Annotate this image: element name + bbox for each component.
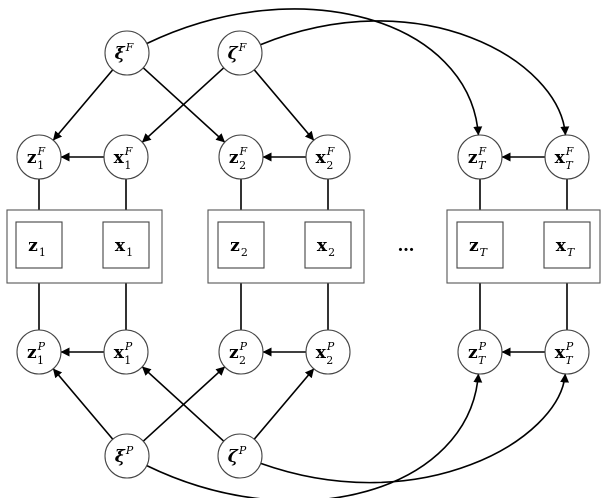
ellipsis-text: … [398,236,415,256]
edge-xiF-to-zTF [146,8,483,136]
edge-zetaP-to-x1P [141,366,225,442]
node-circle [104,30,150,76]
node-label-xiF: ξF [115,41,134,64]
observed-box [304,221,352,269]
edge-xiP-to-z1P [52,368,114,440]
node-circle [218,329,264,375]
node-xiF: ξF [104,30,150,76]
observed-z1: z1 [15,221,63,269]
node-xiP: ξP [104,433,150,479]
node-label-zetaF: ζF [228,41,247,64]
node-circle [16,329,62,375]
node-circle [218,134,264,180]
node-circle [457,329,503,375]
node-circle [104,433,150,479]
node-label-x2: x2 [317,236,335,259]
observed-box [456,221,504,269]
node-circle [544,134,590,180]
node-zetaP: ζP [217,433,263,479]
node-circle [103,134,149,180]
observed-box [217,221,265,269]
observation-box-layer: z1 x1 z2 x2 zT xT [6,209,601,284]
edge-zetaF-to-x2F [253,69,315,141]
observed-z2: z2 [217,221,265,269]
node-circle [305,134,351,180]
edge-xiP-to-zTP [146,373,483,498]
node-circle [103,329,149,375]
observed-x1: x1 [102,221,150,269]
node-label-xiP: ξP [115,444,134,467]
edge-zetaP-to-x2P [253,368,315,440]
edge-zetaP-to-xTP [260,373,570,484]
node-circle [544,329,590,375]
observed-xT: xT [543,221,591,269]
node-label-xT: xT [556,236,576,259]
observed-x2: x2 [304,221,352,269]
node-circle [16,134,62,180]
node-zetaF: ζF [217,30,263,76]
edge-layer [34,8,572,498]
node-circle [217,30,263,76]
observed-box [15,221,63,269]
observed-box [102,221,150,269]
node-circle [457,134,503,180]
node-circle [305,329,351,375]
node-label-z1: z1 [28,236,46,259]
observed-box [543,221,591,269]
node-circle [217,433,263,479]
node-label-zetaP: ζP [228,444,247,467]
node-label-z2: z2 [230,236,248,259]
edge-zetaF-to-xTF [260,20,570,136]
edge-xiF-to-z1F [52,69,114,141]
observed-zT: zT [456,221,504,269]
edge-zetaF-to-x1F [141,67,225,143]
node-label-zT: zT [469,236,489,259]
ellipsis: … [398,236,415,256]
node-label-x1: x1 [115,236,133,259]
